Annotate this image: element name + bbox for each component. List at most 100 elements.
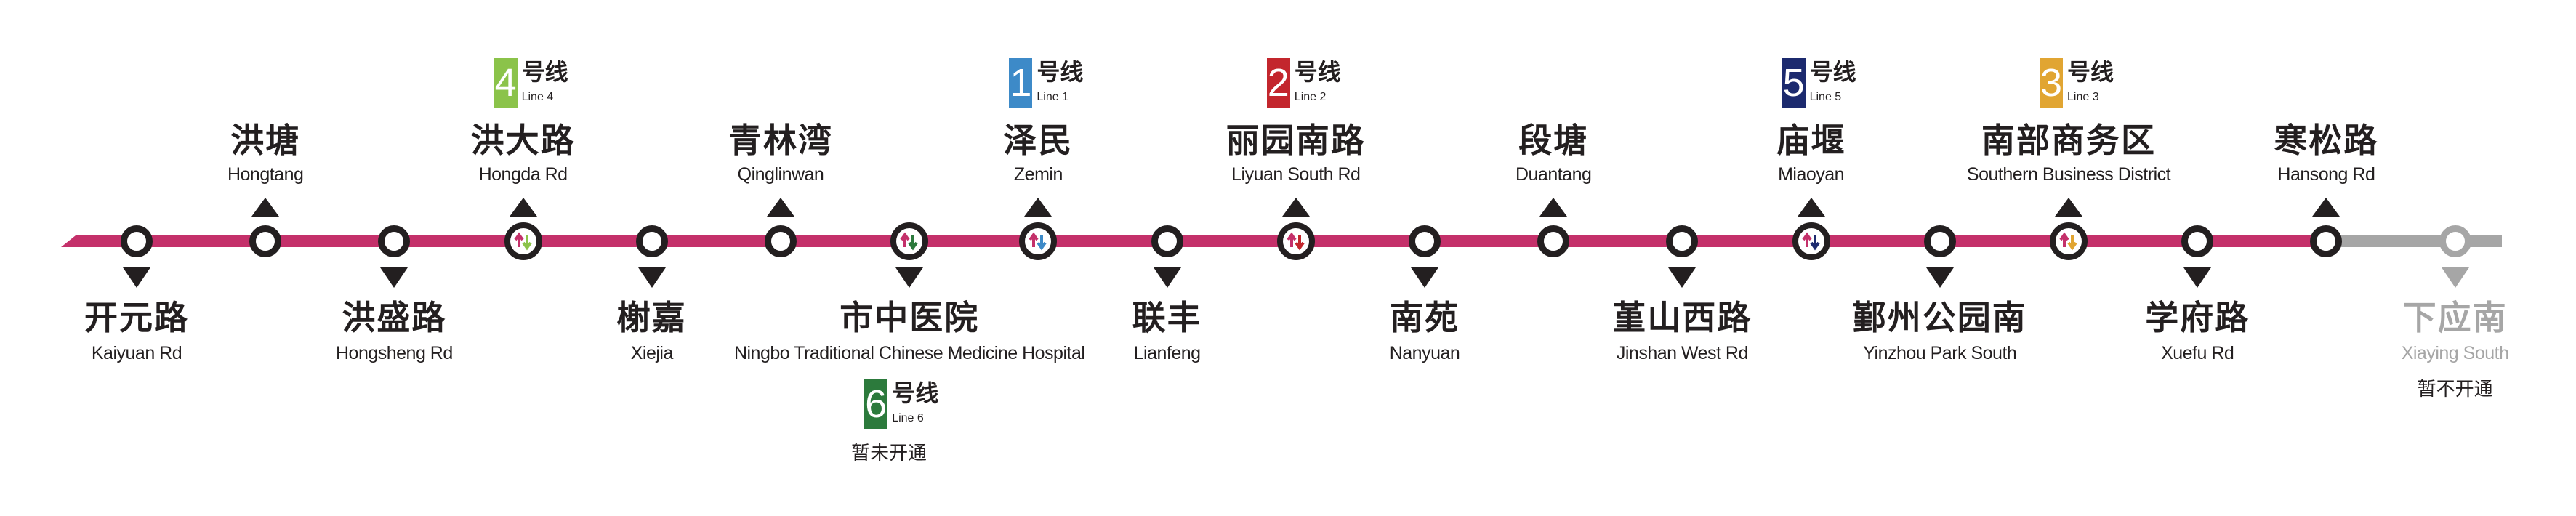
triangle-up-icon <box>1024 198 1052 217</box>
station-name-en: Ningbo Traditional Chinese Medicine Hosp… <box>733 343 1085 363</box>
triangle-up-icon <box>509 198 537 217</box>
station-marker[interactable] <box>378 225 411 257</box>
triangle-down-icon <box>637 267 666 288</box>
station-name-cn: 下应南 <box>2402 299 2508 336</box>
station-name-en: Hongda Rd <box>478 164 568 185</box>
station-marker[interactable] <box>1666 225 1699 257</box>
transfer-icon <box>1801 232 1820 251</box>
line-track-active <box>61 235 2322 247</box>
station-marker[interactable] <box>121 225 153 257</box>
transfer-station-marker[interactable] <box>1276 222 1315 260</box>
station-name-cn: 寒松路 <box>2274 121 2379 159</box>
line-number: 4 <box>494 58 518 108</box>
station-name-en: Liyuan South Rd <box>1231 164 1361 185</box>
station-name-en: Zemin <box>1013 164 1063 185</box>
triangle-down-icon <box>1153 267 1181 288</box>
line-number: 5 <box>1782 58 1806 108</box>
status-note: 暂不开通 <box>2417 378 2493 400</box>
line-track-inactive <box>2319 235 2502 247</box>
station-name-en: Qinglinwan <box>737 164 824 185</box>
station-name-cn: 开元路 <box>84 299 189 336</box>
triangle-down-icon <box>2441 267 2469 288</box>
station-name-en: Xiejia <box>630 343 674 363</box>
station-marker[interactable] <box>2439 225 2471 257</box>
station-name-cn: 联丰 <box>1132 299 1202 336</box>
line-number: 2 <box>1266 58 1290 108</box>
transfer-station-marker[interactable] <box>504 222 542 260</box>
line-number: 3 <box>2040 58 2063 108</box>
station-name-cn: 洪塘 <box>230 121 301 159</box>
line-label-cn: 号线 <box>2067 59 2114 85</box>
transfer-icon <box>2059 232 2077 251</box>
line-label-en: Line 1 <box>1037 91 1068 103</box>
line-label-en: Line 4 <box>521 91 554 103</box>
transfer-station-marker[interactable] <box>890 222 929 260</box>
station-name-en: Xiaying South <box>2401 343 2509 363</box>
station-name-en: Hansong Rd <box>2277 164 2375 185</box>
line-label-en: Line 6 <box>892 412 924 424</box>
station-marker[interactable] <box>2181 225 2214 257</box>
triangle-up-icon <box>2055 198 2082 217</box>
station-marker[interactable] <box>1151 225 1183 257</box>
station-name-cn: 丽园南路 <box>1225 121 1366 159</box>
triangle-down-icon <box>1411 267 1438 288</box>
station-marker[interactable] <box>249 225 282 257</box>
station-name-cn: 学府路 <box>2145 299 2250 336</box>
line-label-en: Line 3 <box>2067 91 2099 103</box>
line-label-cn: 号线 <box>1294 59 1341 85</box>
station-name-en: Yinzhou Park South <box>1863 343 2017 363</box>
line-number: 6 <box>864 379 888 429</box>
triangle-down-icon <box>1925 267 1954 288</box>
station-name-cn: 南部商务区 <box>1981 121 2156 159</box>
line-label-cn: 号线 <box>1037 59 1084 85</box>
triangle-down-icon <box>895 267 924 288</box>
transfer-station-marker[interactable] <box>1019 222 1058 260</box>
station-name-cn: 泽民 <box>1003 121 1074 159</box>
station-name-en: Lianfeng <box>1133 343 1201 363</box>
station-name-en: Duantang <box>1515 164 1592 185</box>
station-name-cn: 榭嘉 <box>616 299 687 336</box>
station-name-cn: 庙堰 <box>1776 121 1846 159</box>
triangle-up-icon <box>1281 198 1310 217</box>
line-label-en: Line 2 <box>1294 91 1327 103</box>
triangle-up-icon <box>767 198 794 217</box>
transfer-icon <box>900 232 918 251</box>
station-name-cn: 鄞州公园南 <box>1852 299 2027 336</box>
station-name-en: Xuefu Rd <box>2161 343 2234 363</box>
line-label-cn: 号线 <box>1809 59 1856 85</box>
transfer-station-marker[interactable] <box>2050 222 2088 260</box>
line-label-cn: 号线 <box>521 59 568 85</box>
station-name-en: Kaiyuan Rd <box>91 343 182 363</box>
station-marker[interactable] <box>1537 225 1570 257</box>
station-marker[interactable] <box>2310 225 2343 257</box>
line-label-cn: 号线 <box>892 380 939 406</box>
station-name-en: Southern Business District <box>1966 164 2171 185</box>
station-name-en: Hongsheng Rd <box>335 343 453 363</box>
station-name-en: Nanyuan <box>1389 343 1460 363</box>
station-marker[interactable] <box>765 225 797 257</box>
transfer-icon <box>1287 232 1305 251</box>
station-name-cn: 洪大路 <box>470 121 576 159</box>
triangle-down-icon <box>2183 267 2212 288</box>
line-label-en: Line 5 <box>1809 91 1842 103</box>
station-name-cn: 青林湾 <box>728 121 833 159</box>
triangle-up-icon <box>1539 198 1568 217</box>
station-name-en: Hongtang <box>227 164 304 185</box>
transfer-station-marker[interactable] <box>1792 222 1830 260</box>
station-marker[interactable] <box>1409 225 1441 257</box>
triangle-up-icon <box>1797 198 1825 217</box>
triangle-down-icon <box>380 267 408 288</box>
station-name-cn: 堇山西路 <box>1612 299 1752 336</box>
station-marker[interactable] <box>1923 225 1956 257</box>
station-marker[interactable] <box>635 225 668 257</box>
station-name-cn: 洪盛路 <box>342 299 447 336</box>
transfer-icon <box>1029 232 1047 251</box>
line-number: 1 <box>1009 58 1033 108</box>
triangle-down-icon <box>1668 267 1696 288</box>
triangle-up-icon <box>251 198 280 217</box>
